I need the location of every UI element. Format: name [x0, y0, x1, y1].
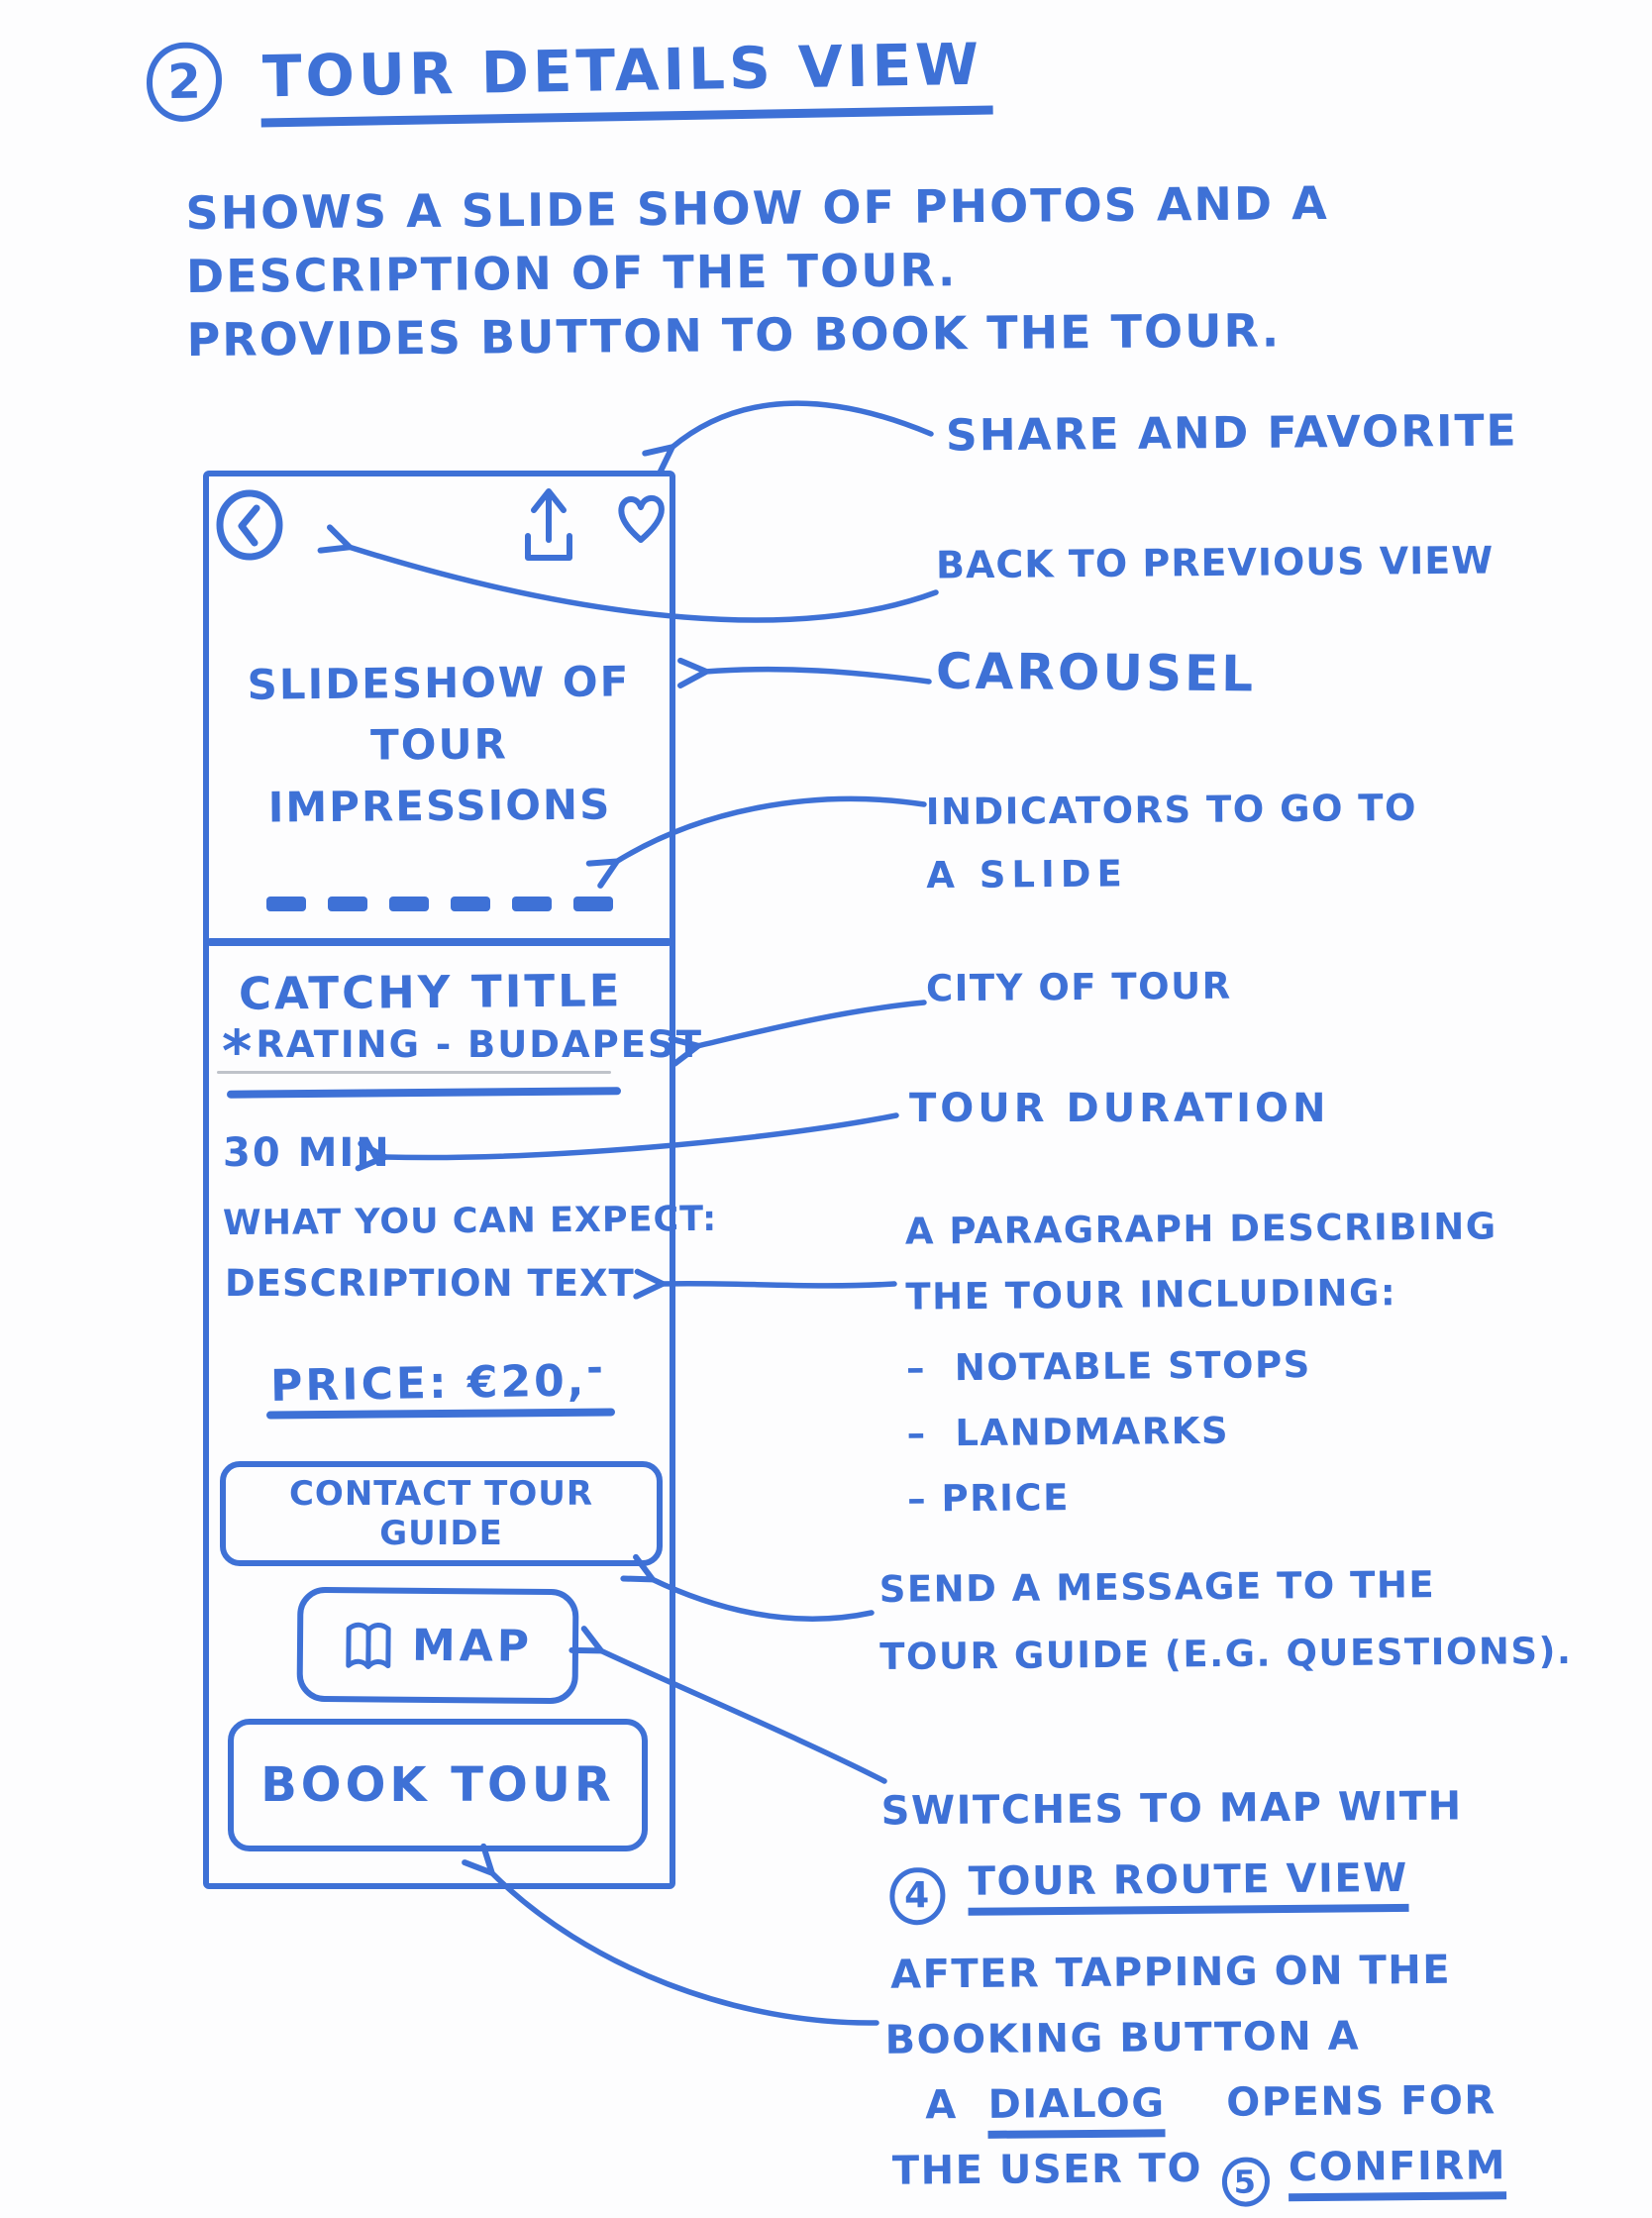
- arrow-share-favorite: [642, 400, 934, 476]
- rating-underline: [226, 1087, 622, 1099]
- book-tour-button[interactable]: BOOK TOUR: [228, 1719, 648, 1851]
- price-text: PRICE: €20,: [269, 1355, 587, 1412]
- map-button-label: MAP: [411, 1620, 534, 1672]
- step-number-badge: 2: [146, 42, 223, 123]
- slide-indicator[interactable]: [573, 897, 613, 911]
- arrow-book: [462, 1843, 879, 2026]
- expect-heading: WHAT YOU CAN EXPECT:: [222, 1199, 718, 1244]
- price-underline: [265, 1408, 616, 1420]
- contact-tour-guide-button[interactable]: CONTACT TOUR GUIDE: [220, 1461, 663, 1566]
- annotation-paragraph-line: THE TOUR INCLUDING:: [905, 1271, 1397, 1319]
- annotation-book-line: THE USER TO 5 CONFIRM: [892, 2133, 1507, 2209]
- slide-indicator[interactable]: [266, 897, 306, 911]
- favorite-button[interactable]: [613, 488, 669, 546]
- tour-duration: 30 MIN: [223, 1130, 391, 1176]
- page-header: 2 TOUR DETAILS VIEW: [146, 29, 993, 130]
- slide-indicators: [266, 897, 613, 911]
- map-icon: [346, 1622, 391, 1669]
- slide-indicator[interactable]: [512, 897, 552, 911]
- annotation-contact-line: SEND A MESSAGE TO THE: [878, 1563, 1436, 1612]
- slide-indicator[interactable]: [389, 897, 429, 911]
- back-button[interactable]: [215, 488, 284, 562]
- section-divider: [207, 938, 671, 946]
- chevron-left-circle-icon: [216, 489, 283, 561]
- intro-line: DESCRIPTION OF THE TOUR.: [185, 243, 958, 304]
- intro-description: SHOWS A SLIDE SHOW OF PHOTOS AND A DESCR…: [185, 171, 1330, 371]
- heart-icon: [618, 495, 665, 543]
- annotation-duration: TOUR DURATION: [909, 1086, 1330, 1131]
- faint-rule: [217, 1071, 611, 1074]
- carousel-placeholder[interactable]: SLIDESHOW OF TOUR IMPRESSIONS: [208, 651, 671, 839]
- arrow-description: [633, 1268, 897, 1300]
- carousel-label-line: TOUR IMPRESSIONS: [267, 719, 612, 832]
- arrow-contact: [620, 1553, 875, 1622]
- share-icon: [525, 488, 572, 561]
- intro-line: PROVIDES BUTTON TO BOOK THE TOUR.: [186, 303, 1282, 368]
- arrow-carousel: [676, 657, 932, 688]
- arrow-city: [668, 1000, 927, 1067]
- map-button[interactable]: MAP: [296, 1586, 579, 1705]
- annotation-bullet: – PRICE: [906, 1476, 1071, 1521]
- annotation-book-line: A DIALOG OPENS FOR: [925, 2067, 1506, 2139]
- page-title: TOUR DETAILS VIEW: [259, 30, 993, 128]
- annotation-indicators: INDICATORS TO GO TO A SLIDE: [925, 777, 1418, 907]
- tour-title: CATCHY TITLE: [238, 964, 623, 1020]
- slide-indicator[interactable]: [328, 897, 367, 911]
- phone-wireframe: SLIDESHOW OF TOUR IMPRESSIONS CATCHY TIT…: [203, 471, 717, 1889]
- share-button[interactable]: [520, 484, 577, 566]
- annotation-indicators-line: A SLIDE: [926, 852, 1128, 898]
- slide-indicator[interactable]: [451, 897, 490, 911]
- tour-price: PRICE: €20,-: [269, 1345, 607, 1412]
- annotation-contact-line: TOUR GUIDE (E.G. QUESTIONS).: [879, 1629, 1573, 1679]
- annotation-contact: SEND A MESSAGE TO THE TOUR GUIDE (E.G. Q…: [878, 1550, 1573, 1691]
- annotation-carousel: CAROUSEL: [935, 642, 1257, 703]
- annotation-city: CITY OF TOUR: [925, 964, 1232, 1010]
- carousel-label-line: SLIDESHOW OF: [247, 657, 631, 709]
- rating-star-icon: *: [222, 1017, 255, 1085]
- annotation-map: SWITCHES TO MAP WITH 4 TOUR ROUTE VIEW: [880, 1770, 1464, 1926]
- annotation-book-line: BOOKING BUTTON A: [884, 2013, 1361, 2063]
- description-placeholder: DESCRIPTION TEXT: [225, 1262, 635, 1305]
- tour-rating-city: *RATING - BUDAPEST: [222, 1022, 703, 1080]
- annotation-bullet: – LANDMARKS: [906, 1409, 1230, 1455]
- annotation-back: BACK TO PREVIOUS VIEW: [935, 538, 1495, 587]
- annotation-indicators-line: INDICATORS TO GO TO: [925, 786, 1418, 834]
- intro-line: SHOWS A SLIDE SHOW OF PHOTOS AND A: [185, 175, 1329, 241]
- price-dash: -: [585, 1345, 607, 1392]
- annotation-book: AFTER TAPPING ON THE BOOKING BUTTON A A …: [884, 1937, 1507, 2209]
- annotation-share-favorite: SHARE AND FAVORITE: [945, 405, 1518, 462]
- step-4-badge: 4: [889, 1867, 946, 1926]
- rating-city-text: RATING - BUDAPEST: [256, 1023, 703, 1066]
- annotation-map-line: SWITCHES TO MAP WITH: [880, 1783, 1463, 1835]
- annotation-map-line: 4 TOUR ROUTE VIEW: [881, 1842, 1464, 1926]
- annotation-bullet: – NOTABLE STOPS: [905, 1343, 1311, 1390]
- annotation-paragraph-line: A PARAGRAPH DESCRIBING: [904, 1205, 1497, 1253]
- annotation-book-line: AFTER TAPPING ON THE: [889, 1947, 1452, 1998]
- step-5-badge: 5: [1221, 2157, 1270, 2207]
- annotation-paragraph: A PARAGRAPH DESCRIBING THE TOUR INCLUDIN…: [905, 1194, 1500, 1531]
